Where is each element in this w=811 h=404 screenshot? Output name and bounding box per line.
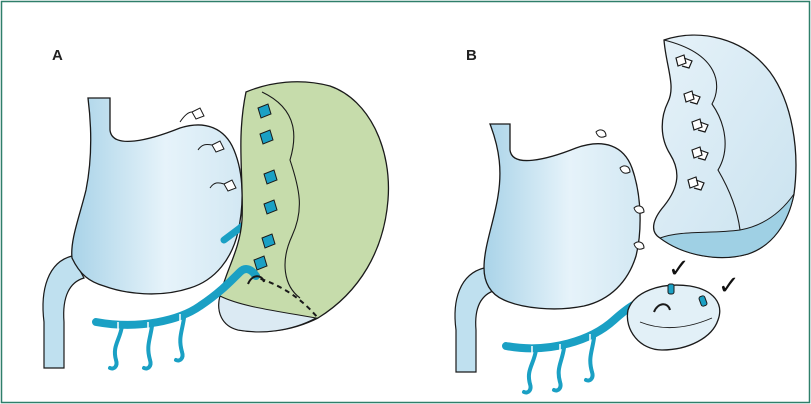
panel-label-b: B: [466, 47, 477, 64]
stomach-b: [484, 124, 640, 309]
spleen-a: [219, 82, 389, 332]
stomach-a: [72, 98, 242, 294]
duodenum-a: [43, 256, 84, 368]
check-mark-2: ✓: [718, 273, 740, 299]
panel-b: [455, 35, 796, 392]
panel-a: [43, 82, 388, 369]
panel-label-a: A: [52, 47, 63, 64]
splenic-remnant-b: [627, 285, 719, 350]
check-mark-1: ✓: [668, 256, 690, 282]
